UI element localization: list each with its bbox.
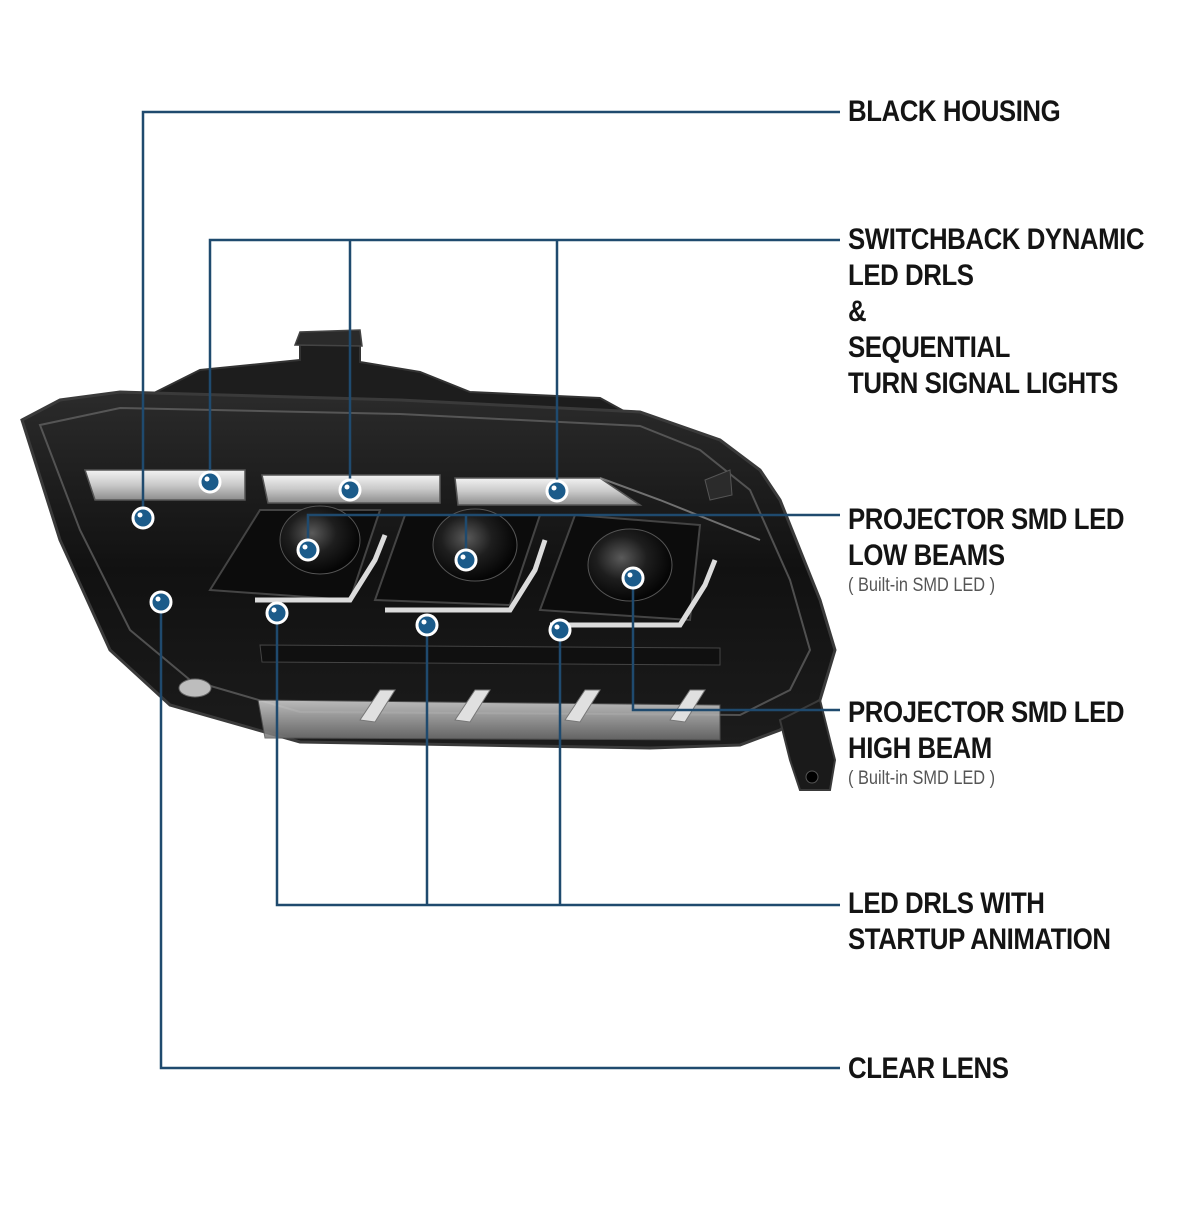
dot-low-beam-2 (454, 548, 478, 572)
dot-high-beam-highlight (627, 572, 633, 578)
label-line: LOW BEAMS (848, 539, 1005, 572)
label-line: SWITCHBACK DYNAMIC (848, 223, 1145, 256)
callout-black-housing (141, 110, 840, 518)
dot-low-beam-1 (296, 538, 320, 562)
dot-clear-lens (149, 590, 173, 614)
dot-low-beam-2-highlight (460, 554, 466, 560)
dot-drl-2-highlight (421, 619, 427, 625)
side-clip (704, 469, 733, 501)
callout-led-drls (275, 613, 840, 907)
label-led-drls-startup: LED DRLS WITH STARTUP ANIMATION (848, 886, 1111, 958)
callout-high-beam (631, 578, 840, 712)
label-line: BLACK HOUSING (848, 95, 1061, 128)
label-high-beam: PROJECTOR SMD LED HIGH BEAM ( Built-in S… (848, 695, 1124, 791)
label-line: & (848, 295, 867, 328)
label-note: ( Built-in SMD LED ) (848, 768, 996, 789)
dot-drl-3 (548, 618, 572, 642)
dot-black-housing-highlight (137, 512, 143, 518)
dot-switchback-2-highlight (344, 484, 350, 490)
callout-lines (131, 110, 840, 1070)
label-low-beams: PROJECTOR SMD LED LOW BEAMS ( Built-in S… (848, 502, 1124, 598)
label-clear-lens: CLEAR LENS (848, 1051, 1009, 1087)
label-line: STARTUP ANIMATION (848, 923, 1111, 956)
dot-switchback-3-highlight (551, 485, 557, 491)
label-switchback-drls: SWITCHBACK DYNAMIC LED DRLS & SEQUENTIAL… (848, 222, 1145, 402)
dot-low-beam-1-highlight (302, 544, 308, 550)
dot-switchback-1-highlight (204, 476, 210, 482)
label-line: HIGH BEAM (848, 732, 992, 765)
label-line: PROJECTOR SMD LED (848, 696, 1125, 729)
dot-clear-lens-highlight (155, 596, 161, 602)
callout-low-beams (306, 513, 840, 550)
mounting-arm (778, 698, 837, 791)
dot-drl-3-highlight (554, 624, 560, 630)
label-black-housing: BLACK HOUSING (848, 94, 1061, 130)
lower-lens-strip (178, 644, 721, 741)
label-line: LED DRLS (848, 259, 974, 292)
lens-rim (38, 406, 812, 717)
label-line: TURN SIGNAL LIGHTS (848, 367, 1118, 400)
callout-clear-lens (159, 602, 840, 1070)
label-line: SEQUENTIAL (848, 331, 1010, 364)
callout-switchback (208, 238, 840, 482)
dot-switchback-2 (338, 478, 362, 502)
dot-high-beam (621, 566, 645, 590)
label-line: LED DRLS WITH (848, 887, 1045, 920)
dot-drl-2 (415, 613, 439, 637)
dot-drl-1-highlight (271, 607, 277, 613)
label-line: CLEAR LENS (848, 1052, 1009, 1085)
label-line: PROJECTOR SMD LED (848, 503, 1125, 536)
dot-switchback-1 (198, 470, 222, 494)
dot-drl-1 (265, 601, 289, 625)
top-drl-bars (83, 469, 761, 541)
dot-switchback-3 (545, 479, 569, 503)
mounting-tab (293, 329, 363, 347)
label-note: ( Built-in SMD LED ) (848, 575, 996, 596)
dot-black-housing (131, 506, 155, 530)
